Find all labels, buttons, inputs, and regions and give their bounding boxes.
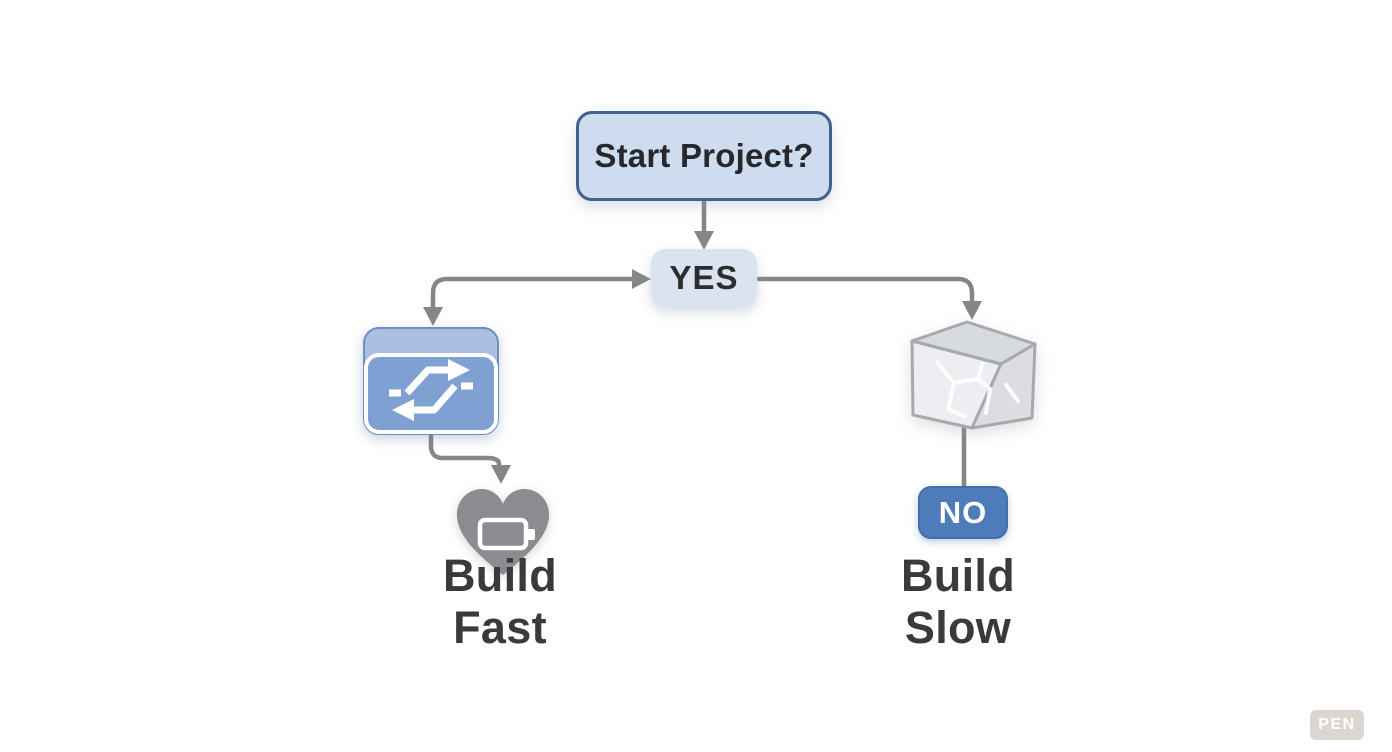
start-node: Start Project?: [576, 111, 832, 201]
yes-node-label: YES: [669, 259, 739, 296]
connector-yes-to-cube: [756, 276, 975, 306]
no-badge-label: NO: [938, 494, 988, 530]
watermark-label: PEN: [1318, 716, 1356, 733]
heart-battery-icon: [456, 489, 550, 575]
stone-cube-icon: [910, 320, 1037, 430]
arrowhead-into-folder: [423, 307, 443, 326]
outcome-fast-line1: Build: [443, 550, 557, 601]
outcome-slow-line1: Build: [901, 550, 1015, 601]
arrowhead-into-yes-top: [694, 231, 714, 250]
yes-node: YES: [651, 249, 757, 307]
watermark: PEN: [1310, 710, 1364, 740]
no-badge: NO: [918, 486, 1008, 539]
outcome-label-slow: Build Slow: [848, 550, 1068, 654]
arrowhead-into-cube: [962, 301, 982, 320]
outcome-fast-line2: Fast: [453, 602, 547, 653]
connector-yes-to-folder: [430, 276, 637, 311]
start-node-label: Start Project?: [594, 137, 814, 174]
arrowhead-into-yes-left: [632, 269, 651, 289]
connector-folder-to-heart: [428, 433, 502, 470]
outcome-slow-line2: Slow: [904, 602, 1012, 653]
arrowhead-into-heart: [491, 465, 511, 484]
outcome-label-fast: Build Fast: [390, 550, 610, 654]
shuffle-folder-icon: [363, 327, 499, 435]
